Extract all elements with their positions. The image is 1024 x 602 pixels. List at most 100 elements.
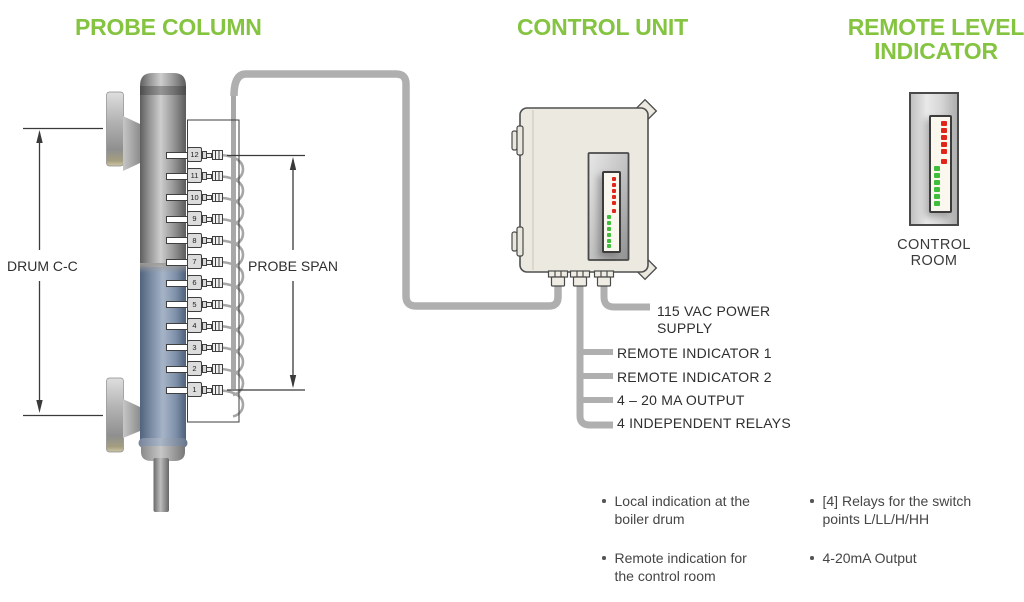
probe-10: 10 — [166, 189, 224, 206]
label-ma-output: 4 – 20 MA OUTPUT — [617, 391, 745, 408]
top-flange-neck — [123, 116, 140, 171]
remote-led-strip — [929, 115, 952, 213]
probe-11: 11 — [166, 168, 224, 184]
probe-stub — [166, 365, 188, 373]
probe-number: 6 — [187, 275, 202, 291]
list-item: [4] Relays for the switch points L/LL/H/… — [810, 492, 1000, 528]
top-flange-plate — [106, 91, 124, 167]
probe-stub — [166, 215, 188, 223]
cables — [230, 70, 650, 429]
probe-stub — [166, 258, 188, 266]
probe-stub — [166, 237, 188, 245]
probe-connector — [211, 385, 223, 395]
list-item: Local indication at the boiler drum — [602, 492, 770, 528]
label-relays: 4 INDEPENDENT RELAYS — [617, 415, 791, 431]
probe-4: 4 — [166, 318, 224, 334]
probe-connector — [211, 278, 223, 288]
drum-cc-label: DRUM C-C — [5, 257, 80, 275]
bottom-flange-neck — [123, 399, 140, 438]
led-green — [933, 194, 940, 199]
bottom-flange-plate — [106, 377, 124, 453]
probe-stub — [166, 322, 188, 330]
probe-number: 5 — [187, 296, 202, 312]
led-green — [606, 214, 611, 219]
column-bottom-ring — [138, 438, 188, 448]
feature-list-right: [4] Relays for the switch points L/LL/H/… — [810, 492, 1000, 588]
led-red — [941, 128, 947, 133]
probe-2: 2 — [166, 361, 224, 377]
probe-stub — [166, 194, 188, 202]
feature-text: 4-20mA Output — [822, 550, 917, 566]
probe-7: 7 — [166, 254, 224, 270]
probe-8: 8 — [166, 232, 224, 249]
cable-probe-to-control — [230, 70, 562, 310]
column-top-band — [140, 86, 186, 95]
led-green — [933, 180, 940, 185]
probe-stub — [166, 301, 188, 309]
water-top-fade — [140, 263, 186, 273]
led-red — [611, 200, 616, 205]
led-red — [941, 159, 947, 164]
feature-text: Local indication at the boiler drum — [614, 493, 750, 527]
probe-connector — [211, 214, 223, 224]
cable-glands — [547, 270, 615, 287]
cable-power — [600, 281, 650, 311]
probe-connector — [211, 342, 223, 353]
probe-number: 10 — [187, 189, 202, 205]
probe-connector — [211, 321, 223, 331]
probe-number: 2 — [187, 361, 202, 376]
probe-number: 11 — [187, 168, 202, 184]
label-remote-indicator-1: REMOTE INDICATOR 1 — [617, 345, 772, 361]
bullet-dot-icon — [810, 499, 814, 503]
probe-number: 12 — [187, 147, 202, 162]
probe-connector — [211, 299, 223, 310]
probe-number: 7 — [187, 254, 202, 269]
probe-connector — [211, 171, 223, 181]
probe-column-graphic — [106, 73, 240, 512]
probe-number: 1 — [187, 382, 202, 398]
led-green — [933, 187, 940, 192]
led-red — [611, 188, 616, 193]
feature-text: [4] Relays for the switch points L/LL/H/… — [822, 493, 972, 527]
probe-span-label: PROBE SPAN — [246, 257, 340, 275]
control-unit-graphic — [511, 98, 658, 287]
bullet-dot-icon — [810, 556, 814, 560]
probe-12: 12 — [166, 147, 224, 163]
dimension-lines — [23, 127, 305, 417]
probe-connector — [211, 192, 223, 203]
control-room-caption: CONTROL ROOM — [897, 237, 971, 269]
probe-stub — [166, 344, 188, 352]
cable-multi-output — [576, 281, 613, 429]
feature-text: Remote indication for the control room — [614, 550, 747, 584]
probe-number: 9 — [187, 211, 202, 227]
probe-stub — [166, 386, 188, 394]
bullet-dot-icon — [602, 499, 606, 503]
heading-probe-column: PROBE COLUMN — [75, 14, 262, 40]
probe-connector — [211, 150, 223, 160]
list-item: Remote indication for the control room — [602, 549, 770, 585]
label-remote-indicator-2: REMOTE INDICATOR 2 — [617, 369, 772, 385]
heading-remote-indicator: REMOTE LEVEL INDICATOR — [847, 14, 1024, 65]
led-red — [611, 182, 616, 187]
control-unit-led-strip — [602, 171, 621, 253]
probe-number: 4 — [187, 318, 202, 334]
led-red — [941, 121, 947, 126]
led-green — [933, 173, 940, 178]
drain-pipe — [153, 458, 169, 512]
probe-9: 9 — [166, 211, 224, 227]
led-green — [933, 201, 940, 206]
probe-stub — [166, 172, 188, 180]
hinge-bottom — [511, 226, 524, 257]
led-green — [606, 226, 611, 231]
column-water — [140, 267, 186, 442]
list-item: 4-20mA Output — [810, 549, 1000, 567]
probe-connector — [211, 257, 223, 267]
led-red — [941, 135, 947, 140]
led-red — [611, 177, 616, 181]
led-red — [611, 209, 616, 213]
probe-connector — [211, 235, 223, 246]
probe-6: 6 — [166, 275, 224, 291]
led-red — [611, 194, 616, 199]
probe-5: 5 — [166, 296, 224, 313]
